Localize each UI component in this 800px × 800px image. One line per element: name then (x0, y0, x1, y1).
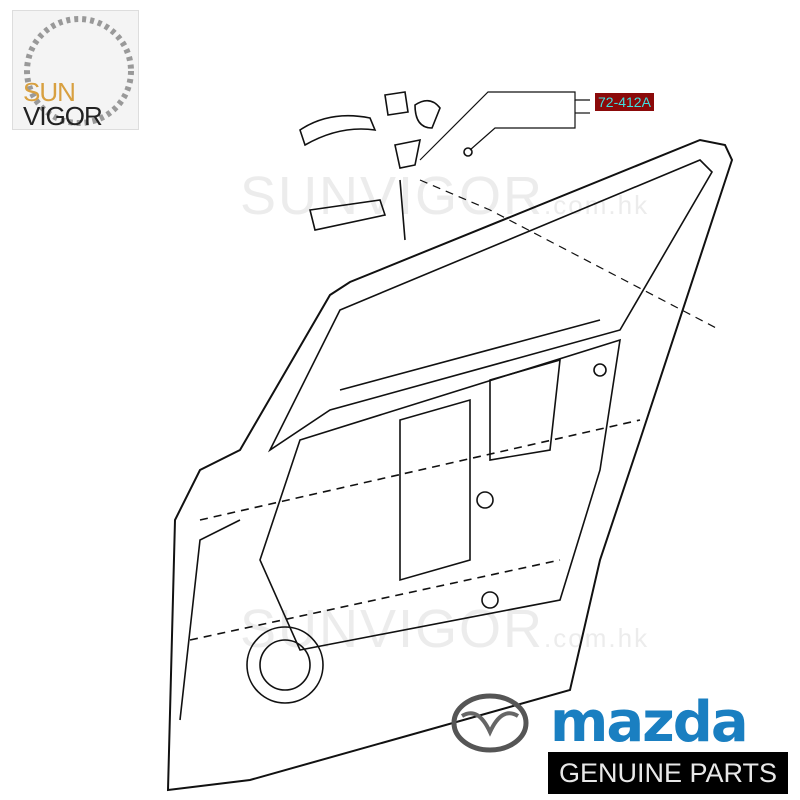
watermark-top: SUNVIGOR.com.hk (240, 166, 650, 226)
door-panel (166, 138, 734, 792)
genuine-parts-banner: GENUINE PARTS (548, 752, 788, 794)
watermark-bottom: SUNVIGOR.com.hk (240, 599, 650, 659)
gear-ring-icon (24, 16, 134, 126)
sunvigor-logo: SUN VIGOR (12, 10, 139, 131)
door-handle-parts (299, 91, 473, 241)
logo-vigor-text: VIGOR (23, 101, 103, 131)
mazda-emblem-icon (451, 693, 529, 753)
logo-sun-text: SUN (23, 77, 76, 107)
mazda-wordmark: mazda (550, 690, 749, 755)
leader-lines (419, 91, 721, 331)
part-number-label[interactable]: 72-412A (595, 93, 654, 111)
